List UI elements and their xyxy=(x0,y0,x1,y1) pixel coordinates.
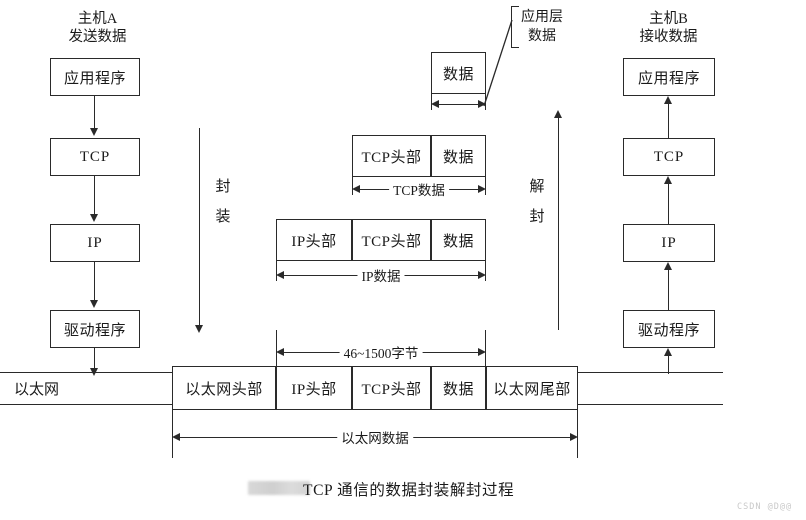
decapsulation-label: 解封 xyxy=(528,172,546,232)
app-span-arrow-left xyxy=(431,100,439,108)
encapsulation-label: 封装 xyxy=(214,172,232,232)
tcp-span-label: TCP数据 xyxy=(389,179,449,199)
ip-span-label: IP数据 xyxy=(357,265,405,285)
host-b-box-tcp-label: TCP xyxy=(653,148,685,165)
host-a-box-ip-label: IP xyxy=(87,234,103,251)
frame-data-label: 数据 xyxy=(442,381,474,398)
pdu-network-data-label: 数据 xyxy=(442,233,474,250)
pdu-transport-tcp-header-label: TCP头部 xyxy=(361,149,422,166)
pdu-network-tcp-header-field: TCP头部 xyxy=(352,219,431,261)
frame-span-arrow-left xyxy=(172,433,180,441)
host-b-arrow-tcp-app xyxy=(664,96,672,104)
host-b-box-application: 应用程序 xyxy=(623,58,715,96)
frame-ip-header-field: IP头部 xyxy=(276,366,352,410)
host-b-connector-ip-tcp xyxy=(668,184,670,224)
decapsulation-label-text: 解封 xyxy=(529,179,545,225)
pdu-application-data-field: 数据 xyxy=(431,52,486,94)
host-b-arrow-driver-ip xyxy=(664,262,672,270)
host-a-arrow-app-tcp xyxy=(90,128,98,136)
host-a-box-ip: IP xyxy=(50,224,140,262)
pdu-network-tcp-header-label: TCP头部 xyxy=(361,233,422,250)
host-b-header: 主机B 接收数据 xyxy=(616,10,721,46)
frame-ethernet-trailer-label: 以太网尾部 xyxy=(493,381,571,398)
host-a-connector-app-tcp xyxy=(94,96,96,130)
host-a-arrow-tcp-ip xyxy=(90,214,98,222)
pdu-transport-data-label: 数据 xyxy=(442,149,474,166)
redacted-author-block xyxy=(248,481,310,495)
host-a-box-driver: 驱动程序 xyxy=(50,310,140,348)
host-a-box-application: 应用程序 xyxy=(50,58,140,96)
bus-bottom-line-left xyxy=(0,404,172,406)
host-a-connector-tcp-ip xyxy=(94,176,96,216)
host-b-arrow-bus-driver xyxy=(664,348,672,356)
host-b-connector-driver-ip xyxy=(668,270,670,310)
host-a-connector-driver-bus xyxy=(94,348,96,372)
tcp-span-arrow-right xyxy=(478,185,486,193)
ip-span-arrow-left xyxy=(276,271,284,279)
callout-leader-line xyxy=(483,19,513,107)
host-a-subtitle: 发送数据 xyxy=(68,29,127,45)
host-a-box-driver-label: 驱动程序 xyxy=(63,322,126,339)
host-b-box-ip-label: IP xyxy=(661,234,677,251)
app-span-line xyxy=(434,104,483,106)
host-b-box-driver-label: 驱动程序 xyxy=(637,322,700,339)
host-b-box-ip: IP xyxy=(623,224,715,262)
host-a-box-application-label: 应用程序 xyxy=(63,70,126,87)
pdu-application-data-label: 数据 xyxy=(442,66,474,83)
figure-caption: TCP 通信的数据封装解封过程 xyxy=(303,482,515,499)
host-a-title: 主机A xyxy=(77,11,118,27)
payload-span-arrow-right xyxy=(478,348,486,356)
host-a-header: 主机A 发送数据 xyxy=(45,10,150,46)
payload-span-label: 46~1500字节 xyxy=(339,342,423,362)
csdn-watermark: CSDN @D@@ xyxy=(737,502,793,512)
encapsulation-label-text: 封装 xyxy=(215,179,231,225)
decapsulation-flow-arrow xyxy=(554,110,562,118)
payload-span-arrow-left xyxy=(276,348,284,356)
decapsulation-flow-line xyxy=(558,118,560,330)
tcp-span-arrow-left xyxy=(352,185,360,193)
frame-tcp-header-label: TCP头部 xyxy=(361,381,422,398)
host-a-connector-ip-driver xyxy=(94,262,96,302)
callout-line-1: 应用层 xyxy=(521,10,563,25)
frame-ethernet-header-label: 以太网头部 xyxy=(185,381,263,398)
host-b-arrow-ip-tcp xyxy=(664,176,672,184)
ip-span-arrow-right xyxy=(478,271,486,279)
pdu-transport-tcp-header-field: TCP头部 xyxy=(352,135,431,177)
frame-span-label: 以太网数据 xyxy=(337,427,413,447)
bus-top-line-right xyxy=(578,372,723,374)
host-a-arrow-ip-driver xyxy=(90,300,98,308)
bus-bottom-line-right xyxy=(578,404,723,406)
pdu-network-ip-header-label: IP头部 xyxy=(291,233,337,250)
ethernet-bus-label: 以太网 xyxy=(14,382,60,398)
bus-top-line-left xyxy=(0,372,172,374)
callout-application-data: 应用层 数据 xyxy=(521,8,563,46)
frame-ethernet-trailer-field: 以太网尾部 xyxy=(486,366,578,410)
frame-data-field: 数据 xyxy=(431,366,486,410)
host-b-box-application-label: 应用程序 xyxy=(637,70,700,87)
frame-tcp-header-field: TCP头部 xyxy=(352,366,431,410)
pdu-network-ip-header-field: IP头部 xyxy=(276,219,352,261)
app-span-arrow-right xyxy=(478,100,486,108)
pdu-transport-data-field: 数据 xyxy=(431,135,486,177)
encapsulation-flow-line xyxy=(199,128,201,328)
host-b-title: 主机B xyxy=(649,11,688,27)
frame-span-arrow-right xyxy=(570,433,578,441)
encapsulation-flow-arrow xyxy=(195,325,203,333)
frame-ethernet-header-field: 以太网头部 xyxy=(172,366,276,410)
frame-ip-header-label: IP头部 xyxy=(291,381,337,398)
host-b-connector-tcp-app xyxy=(668,104,670,138)
host-b-box-tcp: TCP xyxy=(623,138,715,176)
callout-line-2: 数据 xyxy=(528,29,556,44)
pdu-network-data-field: 数据 xyxy=(431,219,486,261)
host-b-box-driver: 驱动程序 xyxy=(623,310,715,348)
callout-bracket xyxy=(511,6,519,48)
host-b-subtitle: 接收数据 xyxy=(639,29,698,45)
host-a-box-tcp: TCP xyxy=(50,138,140,176)
host-a-box-tcp-label: TCP xyxy=(79,148,111,165)
host-b-connector-bus-driver xyxy=(668,356,670,374)
